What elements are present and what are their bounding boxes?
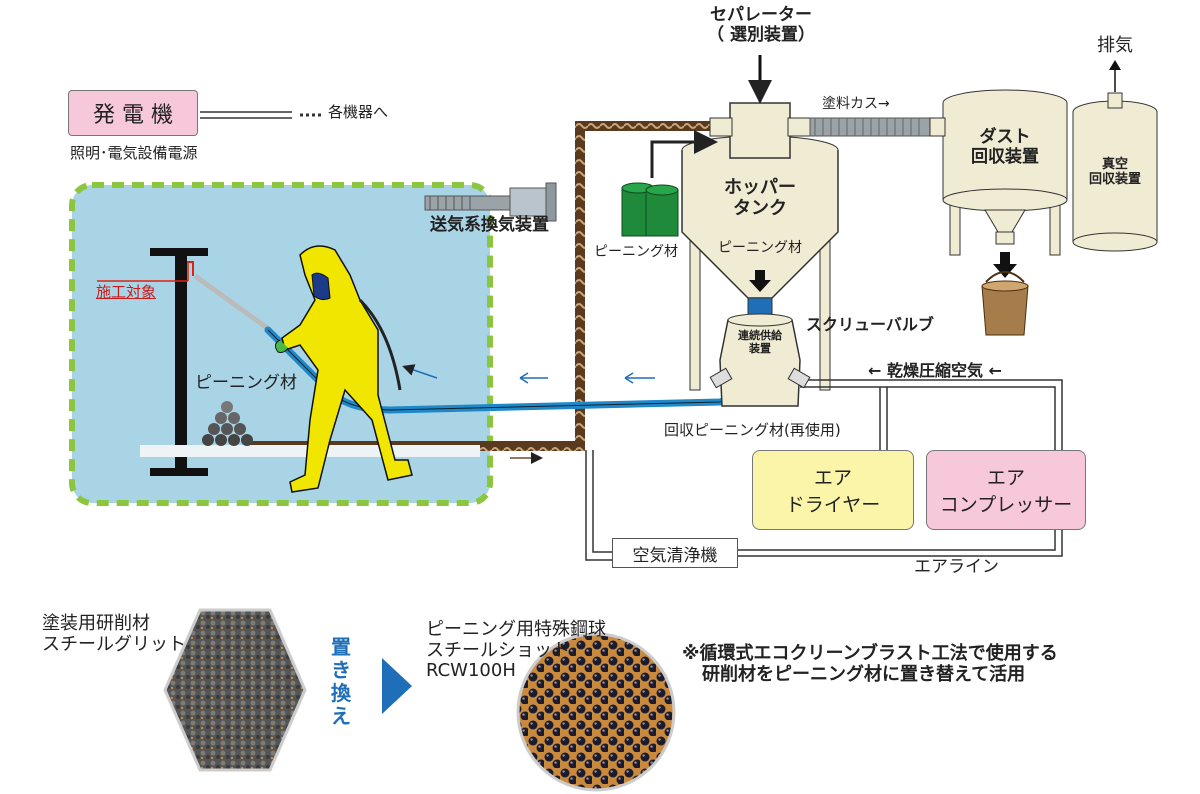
dust-collector-label: ダスト 回収装置: [955, 127, 1055, 167]
note-line1: ※循環式エコクリーンブラスト工法で使用する: [682, 643, 1058, 664]
replace-char-4: え: [331, 704, 351, 728]
paint-dust-label: 塗料カス→: [822, 96, 890, 112]
generator-box: 発 電 機: [68, 90, 198, 136]
air-dryer-line1: エア: [813, 467, 852, 489]
hopper-line1: ホッパー: [724, 177, 796, 198]
replace-char-1: 置: [331, 635, 351, 659]
vacuum-line2: 回収装置: [1088, 171, 1141, 187]
hopper-line2: タンク: [733, 197, 787, 219]
replace-arrow: [382, 658, 412, 714]
air-dryer-box: エア ドライヤー: [752, 450, 914, 530]
air-line-label: エアライン: [914, 557, 999, 577]
recovered-label: 回収ピーニング材(再使用): [664, 421, 841, 439]
vacuum-unit: [1072, 60, 1158, 252]
shot-line3: RCW100H: [426, 660, 516, 682]
air-cleaner-label: 空気清浄機: [632, 545, 718, 566]
air-dryer-line2: ドライヤー: [785, 494, 881, 516]
ventilation-fan: [424, 182, 557, 222]
air-compressor-line1: エア: [986, 467, 1025, 489]
grit-line1: 塗装用研削材: [42, 613, 150, 634]
hopper-label: ホッパー タンク: [710, 177, 810, 219]
hopper-media-label: ピーニング材: [718, 240, 802, 256]
peening-media-pile: [202, 401, 253, 446]
to-equipment: 各機器へ: [328, 103, 389, 121]
target-label: 施工対象: [96, 283, 157, 301]
grit-label: 塗装用研削材 スチールグリット: [42, 613, 186, 655]
dry-air-label: ← 乾燥圧縮空気 ←: [868, 361, 1002, 380]
media-cans: [621, 182, 679, 237]
screw-valves: [709, 367, 811, 389]
exhaust-label: 排気: [1097, 35, 1133, 56]
note-line2: 研削材をピーニング材に置き替えて活用: [702, 663, 1026, 685]
replace-char-2: き: [331, 658, 351, 682]
feeder-label: 連続供給 装置: [726, 329, 794, 355]
shot-line2: スチールショット: [426, 639, 570, 661]
steel-shot-photo: [516, 632, 676, 792]
media-feed-arrow: [650, 130, 718, 178]
feeder-line1: 連続供給: [738, 329, 782, 342]
vacuum-label: 真空 回収装置: [1078, 157, 1152, 188]
air-compressor-box: エア コンプレッサー: [926, 450, 1086, 530]
worker-figure: [274, 245, 413, 493]
media-left-label: ピーニング材: [195, 373, 297, 393]
media-flow-arrows: [402, 364, 655, 384]
i-beam-structure: [97, 248, 480, 476]
separator-label: セパレーター （ 選別装置）: [705, 5, 817, 45]
generator-label: 発 電 機: [93, 103, 173, 128]
steel-grit-photo: [163, 608, 307, 772]
screw-valve-label: スクリューバルブ: [806, 315, 934, 334]
shot-line1: ピーニング用特殊鋼球: [426, 619, 606, 640]
generator-cable: [200, 111, 322, 119]
ventilation-label: 送気系換気装置: [430, 215, 549, 235]
separator-line1: セパレーター: [710, 5, 812, 25]
generator-sub: 照明･電気設備電源: [70, 144, 198, 162]
dust-collector: [929, 89, 1068, 336]
feeder-line2: 装置: [749, 341, 771, 355]
replace-label: 置 き 換 え: [326, 636, 356, 728]
replace-char-3: 換: [331, 681, 351, 705]
dust-collector-line2: 回収装置: [971, 146, 1039, 167]
air-compressor-line2: コンプレッサー: [939, 494, 1073, 516]
blast-nozzle: [193, 273, 272, 333]
vacuum-line1: 真空: [1101, 157, 1128, 172]
hopper-tank: [681, 102, 839, 407]
separator-line2: （ 選別装置）: [707, 24, 815, 45]
note-label: ※循環式エコクリーンブラスト工法で使用する 研削材をピーニング材に置き替えて活用: [682, 643, 1058, 685]
paint-dust-pipe: [809, 117, 941, 137]
air-cleaner-box: 空気清浄機: [612, 538, 738, 568]
shot-label: ピーニング用特殊鋼球 スチールショット RCW100H: [426, 619, 606, 682]
grit-line2: スチールグリット: [42, 633, 186, 655]
dust-collector-line1: ダスト: [979, 127, 1031, 147]
media-cans-label: ピーニング材: [594, 244, 678, 260]
air-lines: [585, 379, 1063, 561]
